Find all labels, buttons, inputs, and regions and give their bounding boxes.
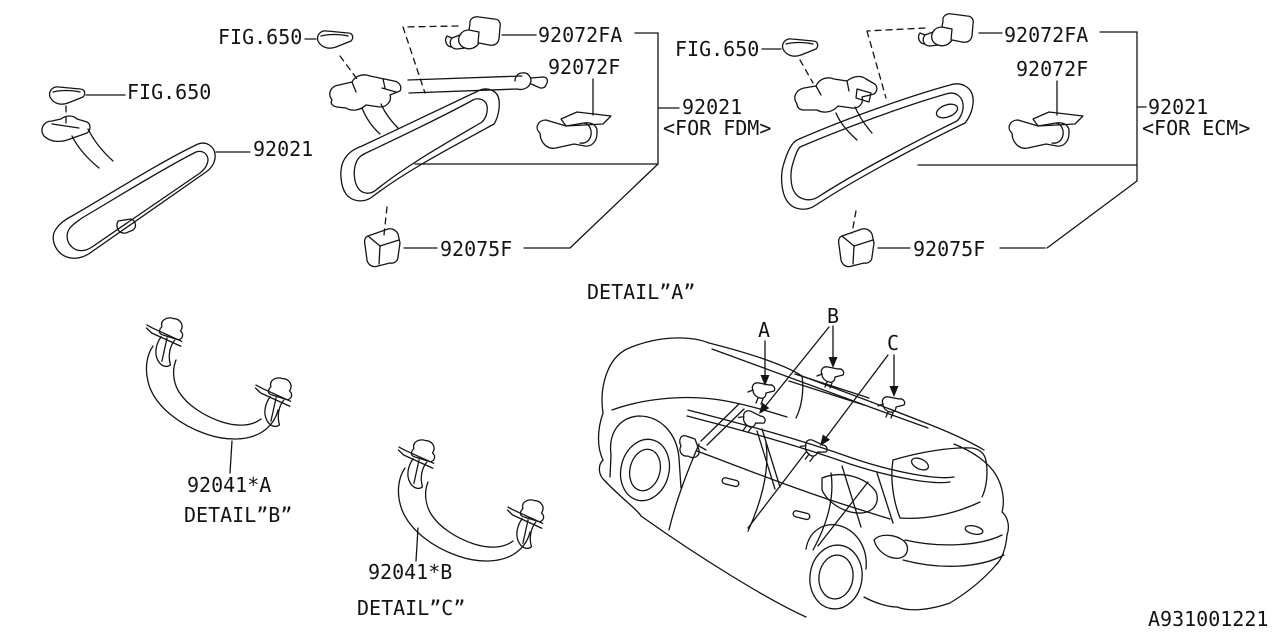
vehicle-drawing bbox=[597, 337, 1009, 618]
part-label-fdm-92021: 92021 bbox=[682, 95, 743, 119]
part-label-fdm-92075f: 92075F bbox=[440, 237, 513, 261]
detail-a-label: DETAIL”A” bbox=[587, 280, 696, 304]
part-label-ecm-92072fa: 92072FA bbox=[1004, 23, 1089, 47]
fig-ref-label-fdm: FIG.650 bbox=[218, 25, 303, 49]
part-label-ecm-92075f: 92075F bbox=[913, 237, 986, 261]
part-label-handle-rear: 92041*B bbox=[368, 560, 453, 584]
part-label-fdm-92072fa: 92072FA bbox=[538, 23, 623, 47]
variant-label-fdm: <FOR FDM> bbox=[663, 116, 772, 140]
plain-mirror-drawing bbox=[41, 86, 251, 259]
variant-label-ecm: <FOR ECM> bbox=[1142, 116, 1251, 140]
fig-ref-label-plain: FIG.650 bbox=[127, 80, 212, 104]
fdm-mirror-drawing bbox=[304, 16, 680, 268]
fig-ref-label-ecm: FIG.650 bbox=[675, 37, 760, 61]
part-label-fdm-92072f: 92072F bbox=[548, 55, 621, 79]
grab-handle-rear-drawing bbox=[392, 436, 546, 561]
ecm-mirror-drawing bbox=[761, 13, 1147, 268]
detail-c-label: DETAIL”C” bbox=[357, 596, 466, 620]
grab-handle-front-drawing bbox=[140, 314, 294, 474]
vehicle-callout-c: C bbox=[887, 331, 900, 355]
vehicle-callout-b: B bbox=[827, 304, 840, 328]
part-label-ecm-92021: 92021 bbox=[1148, 95, 1209, 119]
detail-b-label: DETAIL”B” bbox=[184, 503, 293, 527]
vehicle-callout-a: A bbox=[758, 318, 771, 342]
callout-arrows bbox=[734, 325, 906, 466]
part-label-plain-92021: 92021 bbox=[253, 137, 314, 161]
part-label-handle-front: 92041*A bbox=[187, 473, 272, 497]
part-label-ecm-92072f: 92072F bbox=[1016, 57, 1089, 81]
document-number: A931001221 bbox=[1148, 607, 1269, 631]
